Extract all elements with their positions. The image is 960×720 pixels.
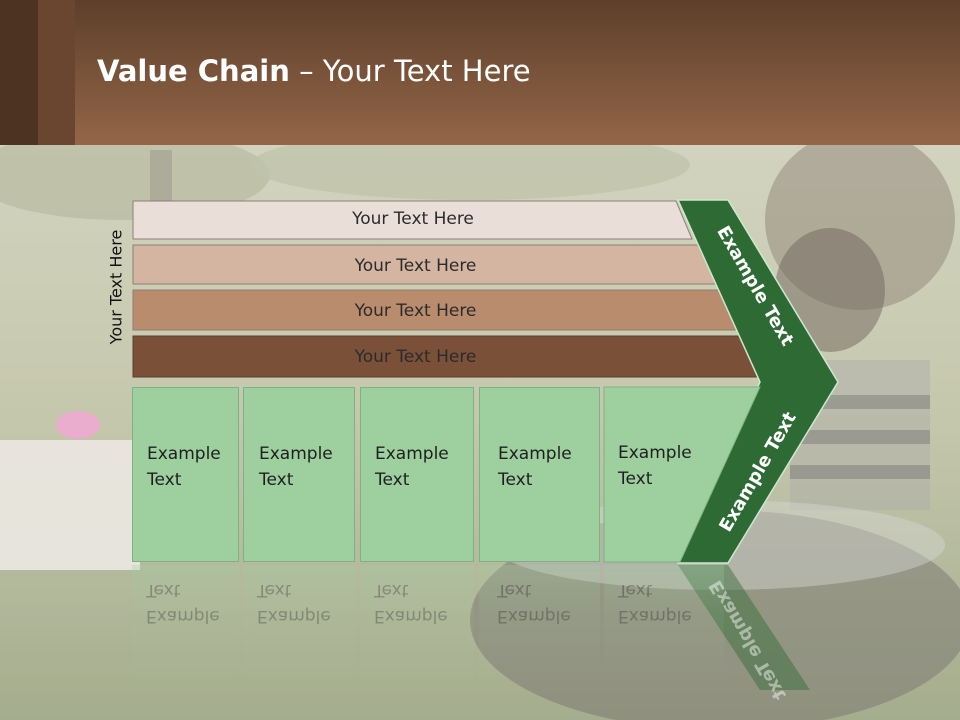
band-3: Your Text Here xyxy=(354,301,477,321)
chevron-arrow-reflection xyxy=(678,565,810,690)
band-1: Your Text Here xyxy=(352,209,474,229)
chevron-arrow xyxy=(676,199,839,564)
box-5-shape xyxy=(603,386,761,563)
band-2: Your Text Here xyxy=(354,256,477,276)
band-1-shape xyxy=(132,200,693,240)
band-4: Your Text Here xyxy=(354,347,477,367)
slide-title: Value Chain – Your Text Here xyxy=(97,54,531,88)
